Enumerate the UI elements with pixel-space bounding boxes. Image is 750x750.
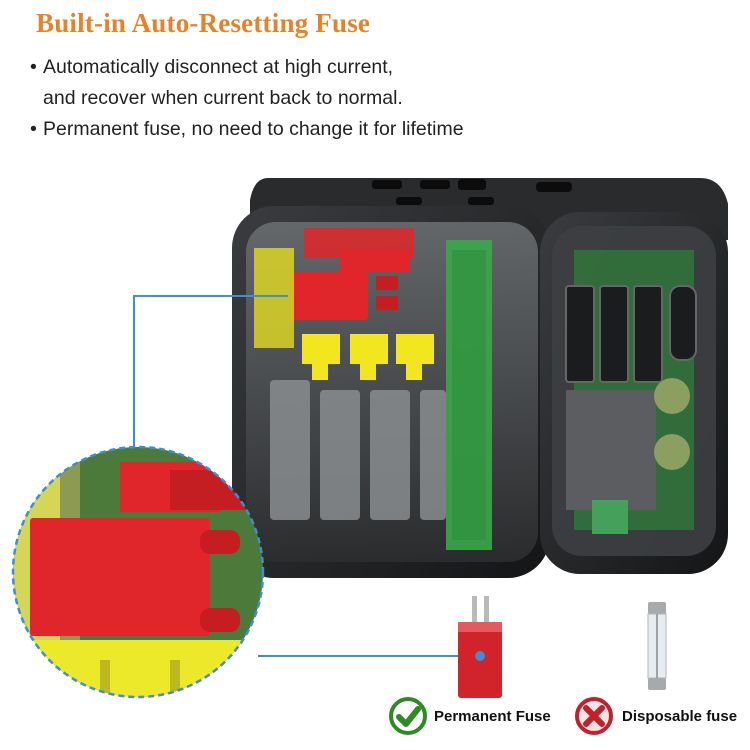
page-title: Built-in Auto-Resetting Fuse (36, 8, 371, 38)
feature-item-continued: and recover when current back to normal. (43, 87, 403, 109)
fuse-module (290, 272, 368, 320)
disposable-fuse-illustration (647, 602, 667, 690)
magnified-fuse-view (11, 445, 265, 699)
permanent-fuse-illustration (458, 596, 502, 698)
socket-slots (372, 179, 572, 205)
check-icon (389, 697, 427, 735)
feature-item: Permanent fuse, no need to change it for… (30, 114, 464, 145)
travel-adapter (232, 178, 728, 578)
callout-line (133, 295, 288, 455)
x-icon (575, 697, 613, 735)
legend-permanent-label: Permanent Fuse (434, 707, 551, 725)
legend-disposable: Disposable fuse (572, 696, 737, 736)
usb-ports (565, 285, 697, 383)
legend-disposable-label: Disposable fuse (622, 707, 738, 725)
legend-permanent: Permanent Fuse (388, 696, 551, 736)
feature-item: Automatically disconnect at high current… (30, 52, 464, 83)
yellow-contacts (302, 334, 434, 380)
feature-list: Automatically disconnect at high current… (30, 52, 464, 145)
